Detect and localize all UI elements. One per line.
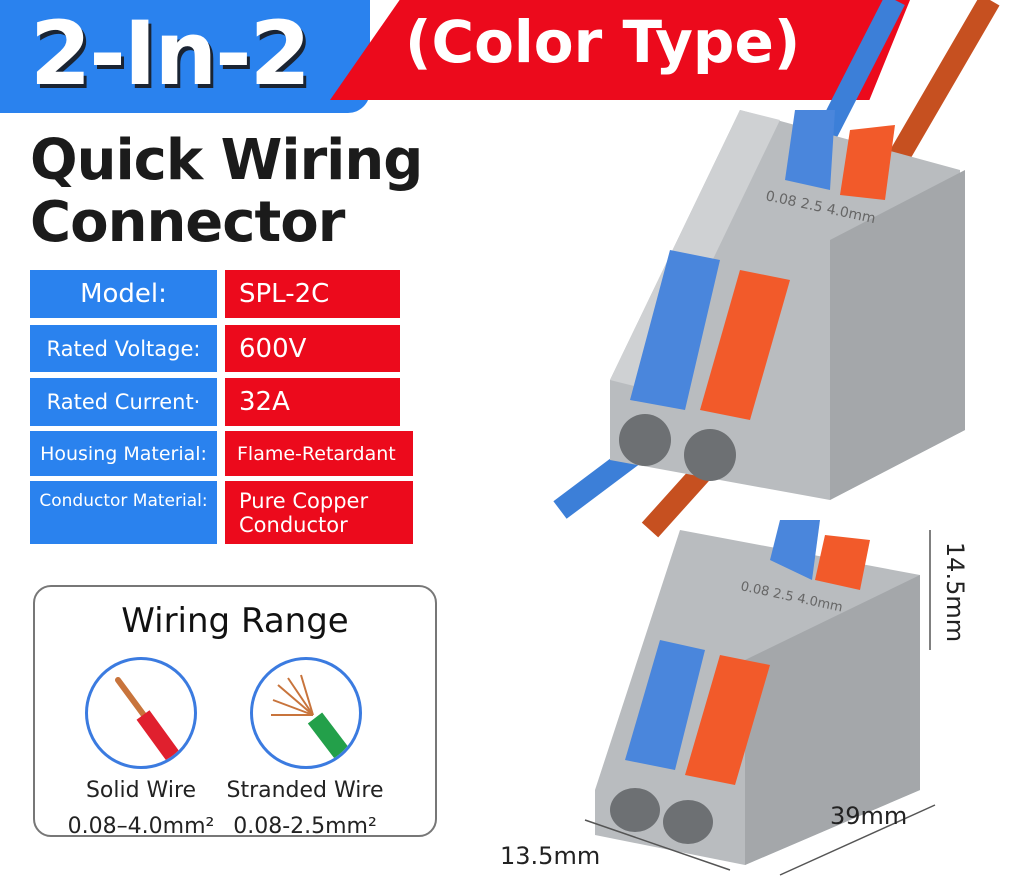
- title-banner-blue: [0, 0, 370, 113]
- wiring-range-panel: Wiring Range Solid Wire 0.08–4.0mm² Stran…: [33, 585, 437, 839]
- connector-product-image: 0.08 2.5 4.0mm 0.08 2.5 4.0mm: [553, 0, 1000, 876]
- stranded-wire-icon: [250, 657, 362, 769]
- spec-label-conductor: Conductor Material:: [30, 481, 217, 544]
- spec-label-housing: Housing Material:: [30, 431, 217, 476]
- spec-value-voltage: 600V: [225, 325, 400, 372]
- solid-wire-label: Solid Wire 0.08–4.0mm²: [46, 773, 236, 845]
- title-banner-red: [330, 0, 910, 100]
- solid-wire-name: Solid Wire: [85, 778, 197, 803]
- wiring-range-title: Wiring Range: [121, 601, 349, 641]
- dimension-width: 13.5mm: [500, 842, 601, 870]
- spec-label-voltage: Rated Voltage:: [30, 325, 217, 372]
- product-subtitle: (Color Type): [405, 8, 801, 76]
- small-connector: 0.08 2.5 4.0mm: [595, 520, 920, 865]
- headline-line-2: Connector: [30, 190, 345, 255]
- spec-value-model: SPL-2C: [225, 270, 400, 318]
- dimension-length: 39mm: [830, 802, 908, 830]
- spec-value-current: 32A: [225, 378, 400, 426]
- product-title: 2-In-2: [30, 2, 311, 105]
- stranded-wire-label: Stranded Wire 0.08-2.5mm²: [210, 773, 400, 845]
- dimension-lines: [584, 530, 936, 876]
- stranded-wire-name: Stranded Wire: [226, 778, 384, 803]
- large-connector: 0.08 2.5 4.0mm: [610, 110, 965, 500]
- spec-value-housing: Flame-Retardant: [225, 431, 413, 476]
- headline-line-1: Quick Wiring: [30, 128, 423, 193]
- spec-value-conductor: Pure Copper Conductor: [225, 481, 413, 544]
- stranded-wire-range: 0.08-2.5mm²: [233, 814, 377, 839]
- spec-label-model: Model:: [30, 270, 217, 318]
- solid-wire-icon: [85, 657, 197, 769]
- spec-label-current: Rated Current·: [30, 378, 217, 426]
- dimension-height: 14.5mm: [941, 541, 970, 643]
- solid-wire-range: 0.08–4.0mm²: [67, 814, 215, 839]
